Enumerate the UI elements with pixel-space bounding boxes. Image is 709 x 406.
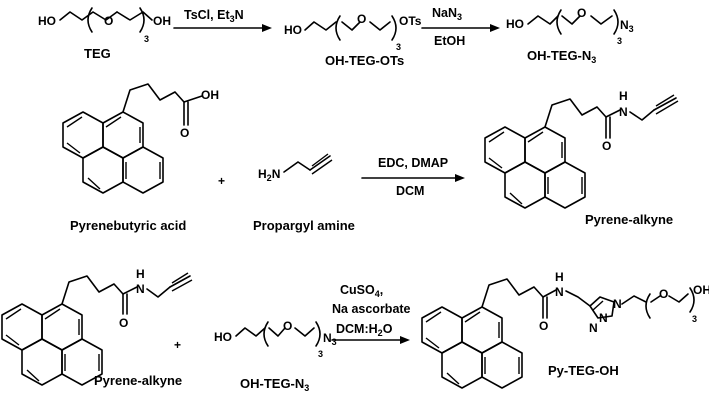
oh-teg-n3-bottom-structure: HO O 3 N3 OH-TEG-N3	[214, 319, 337, 393]
plus-row3: +	[174, 338, 181, 352]
step3-reagent-bottom: DCM	[396, 184, 424, 198]
label-pyrene-alkyne-mid: Pyrene-alkyne	[585, 212, 673, 227]
arrow-step2: NaN3 EtOH	[421, 6, 500, 48]
arrow-step1: TsCl, Et3N	[173, 8, 272, 32]
step4-reagent-line2: Na ascorbate	[332, 302, 411, 316]
label-pyrene-alkyne-bottom: Pyrene-alkyne	[94, 373, 182, 388]
step2-reagent-top: NaN3	[432, 6, 462, 22]
arrow-step4: CuSO4, Na ascorbate DCM:H2O	[331, 283, 411, 344]
bottom-n: N	[136, 282, 145, 296]
label-pyrenebutyric-acid: Pyrenebutyric acid	[70, 218, 186, 233]
step4-reagent-line3: DCM:H2O	[336, 322, 393, 338]
ots-o: O	[357, 12, 366, 26]
py-triazole-n3: N	[613, 297, 622, 311]
py-teg-repeat: 3	[692, 314, 697, 324]
py-triazole-n2: N	[599, 311, 608, 325]
pba-carbonyl-o: O	[180, 126, 189, 140]
mid-n: N	[619, 105, 628, 119]
pyrene-alkyne-bottom-structure: O N H Pyrene-alkyne	[1, 267, 193, 388]
n3top-o: O	[577, 6, 586, 20]
pba-oh: OH	[201, 88, 219, 102]
n3bot-n3: N3	[323, 331, 337, 347]
propargyl-amine-structure: H2N Propargyl amine	[253, 153, 355, 233]
teg-oh: OH	[153, 14, 171, 28]
n3top-n3: N3	[620, 18, 634, 34]
bottom-carbonyl-o: O	[119, 316, 128, 330]
pyrene-rings-1	[62, 111, 164, 194]
label-oh-teg-n3-top: OH-TEG-N3	[527, 48, 596, 65]
ots-repeat: 3	[396, 42, 401, 52]
n3bot-ho: HO	[214, 330, 232, 344]
pyrenebutyric-acid-structure: O OH Pyrenebutyric acid	[62, 83, 219, 233]
teg-o: O	[104, 14, 113, 28]
py-teg-o: O	[659, 287, 668, 301]
label-propargyl-amine: Propargyl amine	[253, 218, 355, 233]
teg-structure: HO O 3 OH TEG	[38, 7, 171, 61]
oh-teg-ots-structure: HO O 3 OTs OH-TEG-OTs	[284, 12, 422, 68]
n3bot-repeat: 3	[318, 349, 323, 359]
step1-reagent: TsCl, Et3N	[184, 8, 244, 24]
step3-reagent-top: EDC, DMAP	[378, 156, 448, 170]
oh-teg-n3-top-structure: HO O 3 N3 OH-TEG-N3	[506, 6, 634, 65]
step4-reagent-line1: CuSO4,	[340, 283, 383, 299]
mid-carbonyl-o: O	[602, 139, 611, 153]
plus-row2: +	[218, 174, 225, 188]
label-oh-teg-ots: OH-TEG-OTs	[325, 53, 404, 68]
propargyl-h2n: H2N	[258, 167, 280, 183]
arrow-step3: EDC, DMAP DCM	[361, 156, 465, 198]
n3top-ho: HO	[506, 17, 524, 31]
label-teg: TEG	[84, 46, 111, 61]
py-teg-oh: OH	[693, 283, 709, 297]
py-amide-n: N	[555, 285, 564, 299]
mid-nh-h: H	[619, 89, 628, 103]
n3top-repeat: 3	[617, 36, 622, 46]
py-amide-h: H	[555, 270, 564, 284]
teg-repeat: 3	[144, 34, 149, 44]
n3bot-o: O	[283, 319, 292, 333]
py-triazole-n1: N	[589, 321, 598, 335]
label-oh-teg-n3-bottom: OH-TEG-N3	[240, 376, 309, 393]
step2-reagent-bottom: EtOH	[434, 34, 465, 48]
ots-ho: HO	[284, 23, 302, 37]
pyrene-alkyne-mid-structure: O N H Pyrene-alkyne	[484, 89, 679, 227]
bottom-nh-h: H	[136, 267, 145, 281]
teg-ho: HO	[38, 14, 56, 28]
ots-ots: OTs	[399, 14, 422, 28]
py-carbonyl-o: O	[539, 319, 548, 333]
py-teg-oh-structure: O N H N N N O 3 OH Py-TEG-OH	[421, 270, 709, 389]
label-py-teg-oh: Py-TEG-OH	[548, 363, 619, 378]
